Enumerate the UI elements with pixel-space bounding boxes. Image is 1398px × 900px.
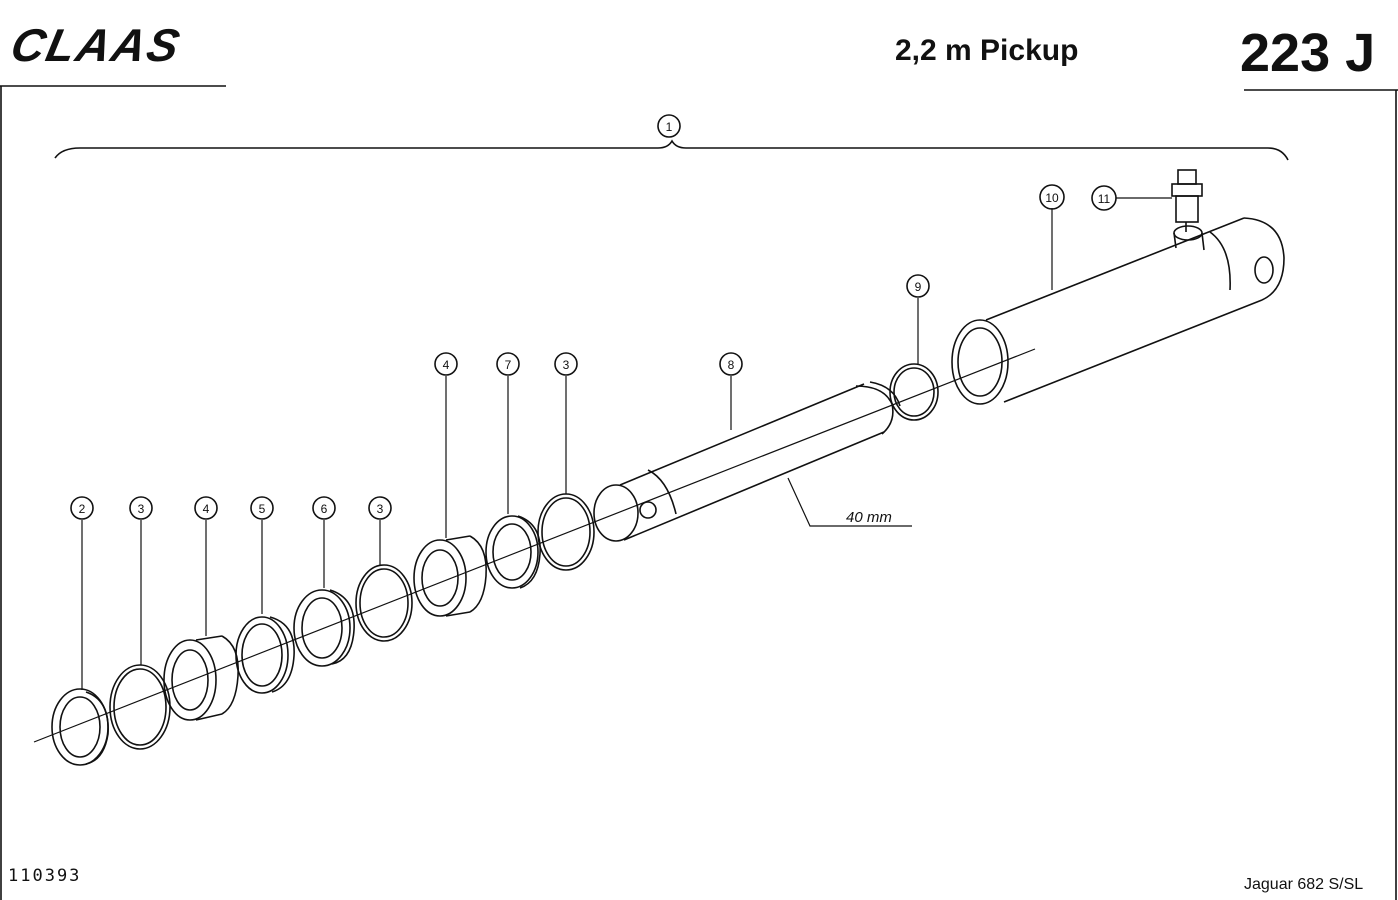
callout-8: 8 — [728, 358, 735, 372]
callout-3-b: 3 — [377, 502, 384, 516]
callout-3-a: 3 — [138, 502, 145, 516]
part-7-piston-seal — [485, 515, 541, 589]
page-title: 2,2 m Pickup — [895, 34, 1079, 67]
callout-7: 7 — [505, 358, 512, 372]
part-3-snap-ring-c — [537, 493, 595, 571]
assembly-brace — [54, 139, 1289, 161]
part-6-guide-ring — [293, 589, 355, 667]
callout-10: 10 — [1045, 191, 1059, 205]
callout-3-c: 3 — [563, 358, 570, 372]
machine-model: Jaguar 682 S/SL — [1244, 876, 1364, 893]
part-3-snap-ring-b — [355, 564, 413, 642]
callout-5: 5 — [259, 502, 266, 516]
part-4-bushing-a — [163, 635, 239, 721]
part-8-piston-rod — [593, 381, 901, 542]
callout-4-a: 4 — [203, 502, 210, 516]
callout-9: 9 — [915, 280, 922, 294]
center-axis — [33, 348, 1036, 743]
part-2-wiper — [51, 688, 109, 766]
rod-diameter-leader — [787, 477, 912, 527]
page-code: 223 J — [1240, 23, 1376, 83]
callout-4-b: 4 — [443, 358, 450, 372]
callout-11: 11 — [1098, 192, 1111, 206]
part-3-snap-ring-a — [109, 664, 171, 750]
callout-leaders — [81, 197, 1172, 690]
callout-1: 1 — [666, 120, 673, 134]
rod-diameter-label: 40 mm — [846, 509, 892, 526]
part-11-fitting — [1171, 169, 1203, 232]
document-number: 110393 — [8, 866, 82, 886]
part-9-o-ring — [889, 363, 939, 421]
part-4-bushing-b — [413, 535, 487, 617]
callout-circles — [70, 114, 1117, 520]
part-10-cylinder-tube — [951, 217, 1285, 405]
part-5-seal — [235, 616, 295, 694]
callout-2: 2 — [79, 502, 86, 516]
callout-6: 6 — [321, 502, 328, 516]
